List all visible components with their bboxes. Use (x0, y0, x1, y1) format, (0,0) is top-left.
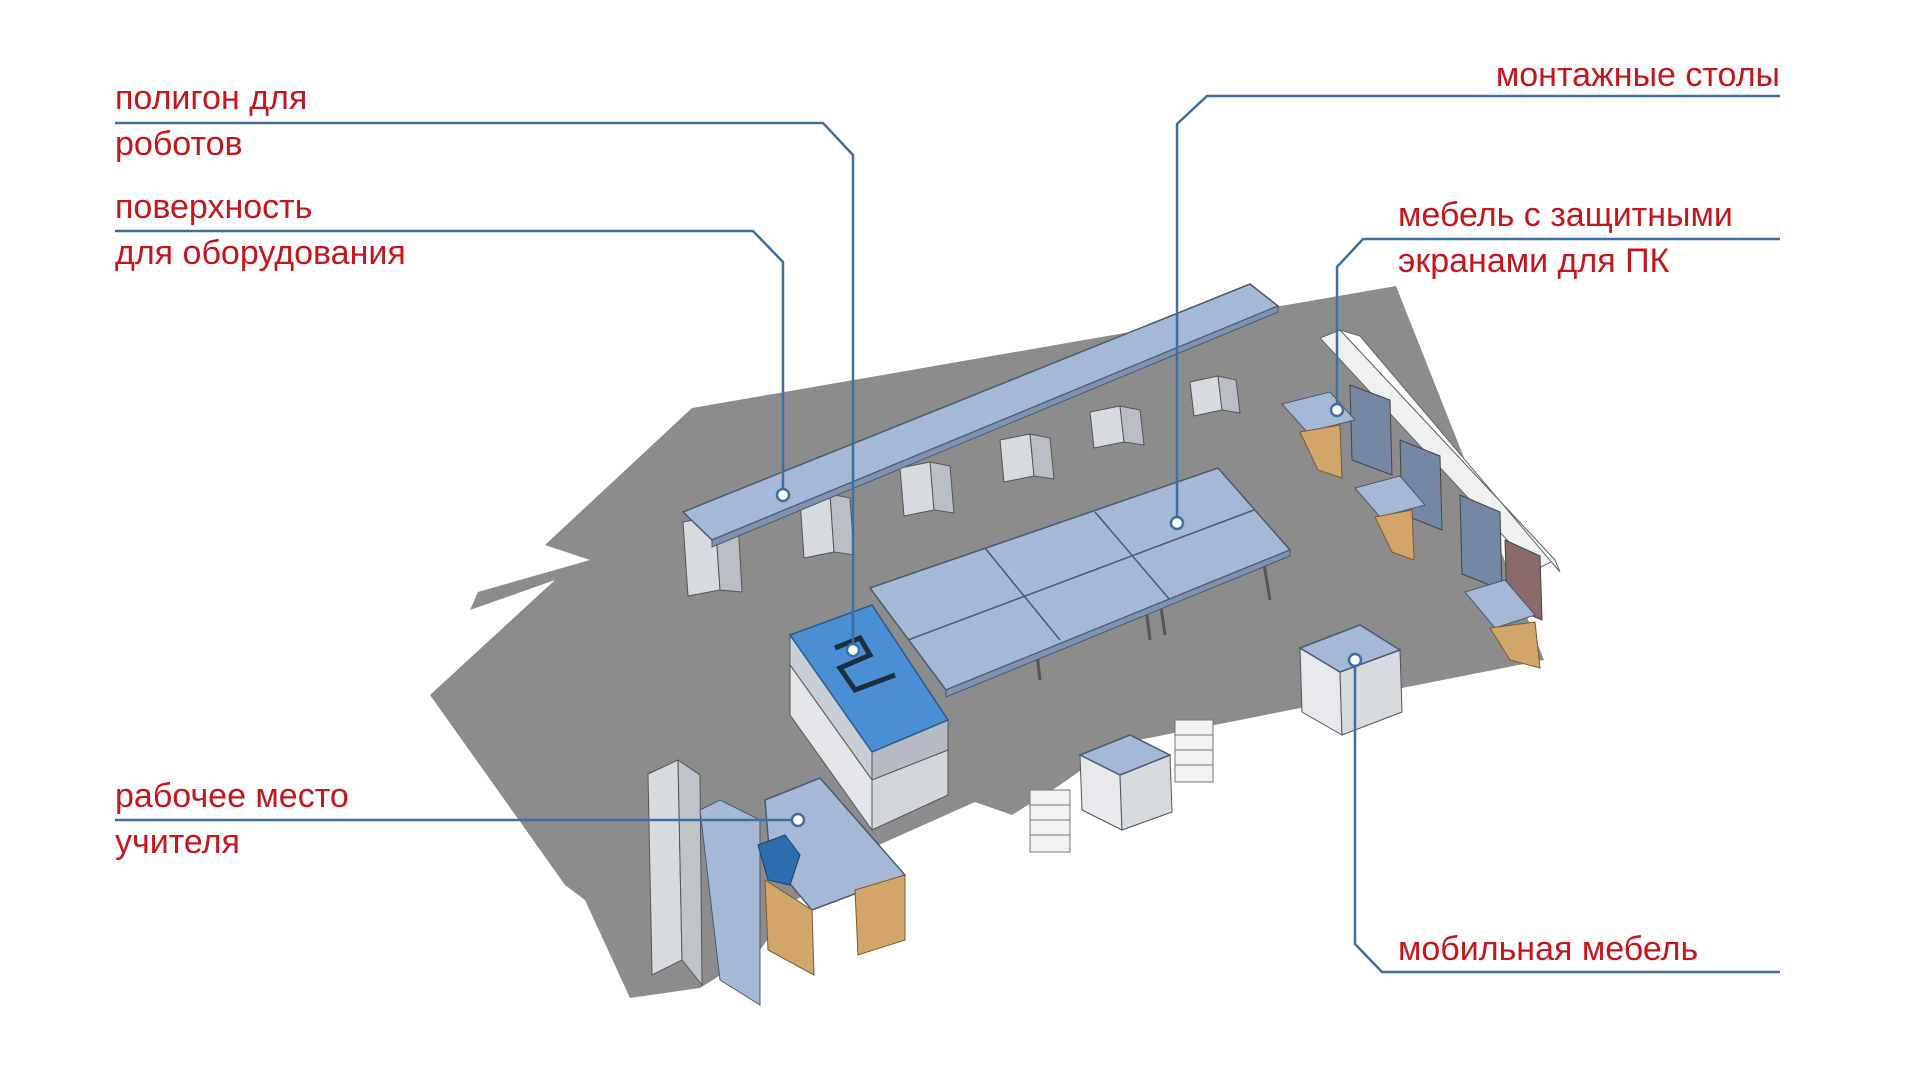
label-pc-furniture-line2: экранами для ПК (1398, 242, 1670, 280)
tray-rack (1029, 789, 1071, 853)
label-equipment-surface-line1: поверхность (115, 188, 313, 226)
assembly-tables (868, 467, 1292, 698)
endpoint-assembly-tables (1169, 515, 1185, 531)
pc-desk (1464, 579, 1541, 669)
tall-cabinet (647, 759, 761, 1006)
label-robot-polygon-line2: роботов (115, 125, 243, 163)
label-equipment-surface-line2: для оборудования (115, 234, 406, 272)
robot-polygon-field (788, 604, 950, 753)
label-pc-furniture-line1: мебель с защитными (1398, 196, 1733, 234)
label-assembly-tables-line1: монтажные столы (1495, 56, 1780, 94)
robot-polygon-table (788, 604, 950, 832)
pc-furniture-row (1281, 328, 1561, 669)
endpoint-pc-furniture (1329, 402, 1345, 418)
leader-equipment-surface (115, 229, 785, 495)
leader-endpoints (775, 402, 1363, 828)
teacher-workplace (647, 759, 907, 1006)
counter-cabinet (1089, 405, 1145, 449)
label-teacher-desk: рабочее место учителя (115, 773, 349, 865)
endpoint-robot-polygon (845, 642, 861, 658)
label-mobile-furniture: мобильная мебель (1398, 926, 1698, 972)
label-teacher-desk-line2: учителя (115, 823, 240, 861)
counter-cabinet (1189, 375, 1241, 417)
label-pc-furniture: мебель с защитными экранами для ПК (1398, 192, 1733, 284)
leader-robot-polygon (115, 121, 855, 643)
label-assembly-tables: монтажные столы (1496, 52, 1780, 98)
label-mobile-furniture-line1: мобильная мебель (1398, 930, 1699, 968)
counter-cabinet (899, 461, 955, 517)
endpoint-teacher-desk (790, 812, 806, 828)
pc-desk (1354, 475, 1426, 561)
counter-cabinet (999, 433, 1055, 483)
teacher-chair (757, 834, 801, 886)
leader-lines (115, 94, 1780, 974)
tray-rack (1174, 719, 1214, 783)
mobile-cart (1078, 734, 1173, 831)
endpoint-equipment-surface (775, 487, 791, 503)
label-robot-polygon: полигон для роботов (115, 75, 307, 167)
leader-pc-furniture (1335, 237, 1780, 410)
leader-mobile-furniture (1353, 660, 1780, 974)
pc-screen (1349, 384, 1393, 476)
endpoint-mobile-furniture (1347, 652, 1363, 668)
counter-cabinet (799, 493, 855, 559)
label-robot-polygon-line1: полигон для (115, 79, 308, 117)
label-equipment-surface: поверхность для оборудования (115, 184, 406, 276)
mobile-cabinet-large (1298, 624, 1403, 736)
leader-assembly-tables (1175, 94, 1780, 523)
label-teacher-desk-line1: рабочее место (115, 777, 349, 815)
